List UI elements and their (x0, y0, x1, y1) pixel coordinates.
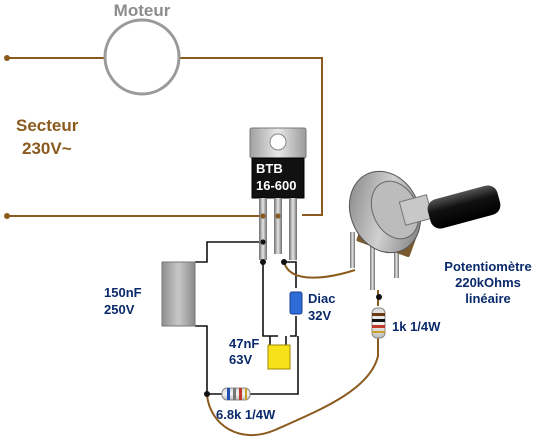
triac-label-line1: BTB (256, 161, 283, 176)
mains-terminal-top (4, 55, 10, 61)
triac-label-line2: 16-600 (256, 178, 296, 193)
cap-150nf-label-line2: 250V (104, 302, 135, 317)
diac-label-line1: Diac (308, 291, 335, 306)
cap-47nf-label-line1: 47nF (229, 336, 259, 351)
capacitor-47nf (267, 344, 291, 370)
diac-label-line2: 32V (308, 308, 331, 323)
mains-label-line2: 230V~ (22, 139, 72, 158)
resistor-6k8-label: 6.8k 1/4W (216, 407, 276, 422)
resistor-1k-label: 1k 1/4W (392, 319, 441, 334)
mains-wires (7, 57, 323, 217)
motor (103, 18, 181, 96)
cap-150nf-label-line1: 150nF (104, 285, 142, 300)
mains-terminal-bottom (4, 213, 10, 219)
control-wires (195, 241, 299, 395)
potentiometer (348, 170, 501, 290)
cap-47nf-label-line2: 63V (229, 352, 252, 367)
triac (249, 127, 307, 265)
pot-label-line1: Potentiomètre (444, 259, 531, 274)
resistor-6k8 (204, 387, 251, 401)
motor-label: Moteur (114, 1, 171, 20)
resistor-1k (371, 294, 386, 339)
diac (289, 291, 303, 315)
pot-label-line2: 220kOhms (455, 275, 521, 290)
mains-label-line1: Secteur (16, 116, 79, 135)
pot-label-line3: linéaire (465, 291, 511, 306)
capacitor-150nf (161, 261, 196, 327)
